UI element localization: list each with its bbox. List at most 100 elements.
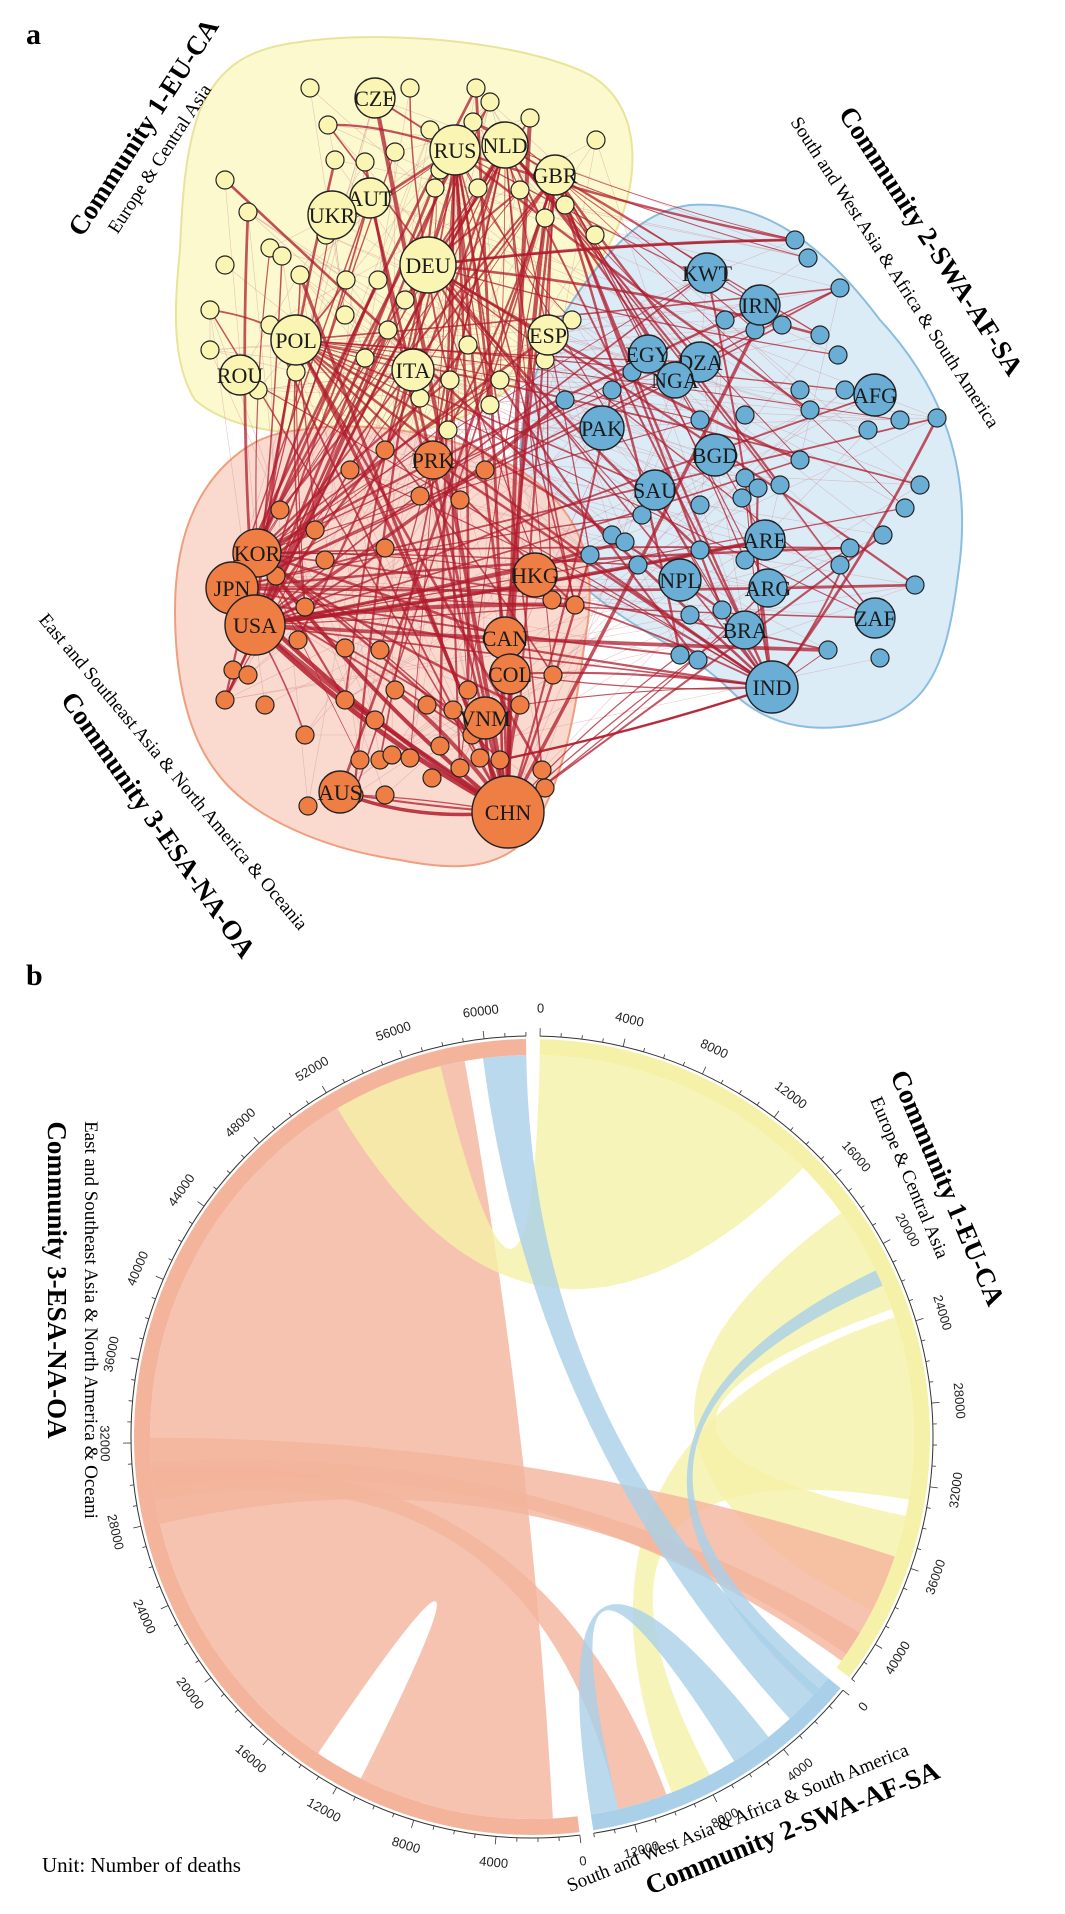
network-node — [565, 595, 585, 615]
network-node — [335, 305, 355, 325]
network-node — [905, 575, 925, 595]
arc-tick — [249, 1724, 253, 1728]
arc-tick — [139, 1337, 144, 1340]
network-edge — [295, 339, 846, 391]
arc-axis-3 — [130, 1035, 580, 1839]
arc-tick — [613, 1829, 616, 1834]
arc-tick — [820, 1156, 825, 1160]
arc-tick — [835, 1169, 842, 1175]
arc-tick — [321, 1085, 327, 1093]
network-node — [520, 108, 540, 128]
arc-tick-label: 0 — [537, 1000, 545, 1015]
node-sau — [634, 469, 676, 511]
chord-ribbon — [150, 1060, 553, 1819]
panel-a-letter: a — [26, 18, 41, 51]
node-label-bra: BRA — [722, 618, 767, 643]
network-edge — [554, 174, 761, 306]
network-edge — [353, 174, 556, 796]
network-node — [628, 555, 648, 575]
network-node — [255, 695, 275, 715]
network-node — [688, 650, 708, 670]
network-edge — [647, 353, 746, 631]
node-label-prk: PRK — [412, 448, 455, 473]
network-edge — [256, 272, 708, 554]
network-edge — [554, 174, 809, 259]
arc-tick — [155, 1275, 164, 1280]
network-edge — [724, 319, 801, 391]
network-edge — [699, 361, 746, 631]
node-label-are: ARE — [743, 528, 787, 553]
network-edge — [231, 583, 916, 592]
network-edge — [409, 657, 881, 759]
node-ukr — [307, 190, 357, 240]
arc-tick — [474, 1833, 476, 1838]
network-node — [466, 78, 486, 98]
network-node — [365, 710, 385, 730]
arc-tick — [195, 1660, 200, 1663]
node-label-kwt: KWT — [682, 261, 733, 286]
node-nld — [481, 121, 529, 169]
arc-tick — [903, 1587, 908, 1591]
network-edge — [255, 279, 380, 554]
node-gbr — [534, 154, 576, 196]
network-edge — [256, 303, 761, 555]
arc-tick — [851, 1678, 856, 1682]
network-edge — [223, 339, 298, 701]
node-bgd — [693, 433, 737, 477]
network-edge — [239, 374, 773, 688]
network-node — [200, 340, 220, 360]
network-node — [562, 310, 582, 330]
network-edge — [295, 339, 876, 619]
network-node — [295, 597, 315, 617]
network-edge — [256, 144, 506, 554]
arc-tick — [634, 1824, 638, 1833]
arc-tick — [262, 1738, 269, 1746]
network-node — [555, 390, 575, 410]
arc-tick — [226, 1170, 231, 1174]
arc-tick — [643, 1047, 646, 1052]
network-node — [873, 525, 893, 545]
arc-tick — [921, 1339, 926, 1342]
network-node — [336, 270, 356, 290]
node-col — [489, 653, 531, 695]
network-edge — [231, 584, 916, 589]
network-node — [378, 320, 398, 340]
arc-tick — [197, 1201, 205, 1207]
network-edge — [454, 149, 811, 412]
node-ind — [745, 660, 799, 714]
arc-tick — [894, 1607, 899, 1610]
arc-tick — [931, 1401, 940, 1404]
node-label-irn: IRN — [741, 293, 779, 318]
network-edge — [564, 204, 809, 259]
network-node — [290, 265, 310, 285]
network-node — [830, 278, 850, 298]
network-node — [910, 475, 930, 495]
arc-axis-1 — [540, 1035, 934, 1680]
arc-tick — [155, 1585, 160, 1589]
node-label-nga: NGA — [651, 368, 699, 393]
network-node — [443, 700, 463, 720]
arc-tick — [148, 1566, 153, 1569]
node-pak — [579, 405, 625, 451]
arc-tick — [494, 1836, 497, 1845]
network-node — [355, 348, 375, 368]
network-node — [422, 768, 442, 788]
chord-ribbon — [579, 1604, 769, 1815]
node-label-can: CAN — [482, 626, 529, 651]
network-node — [325, 150, 345, 170]
arc-tick — [253, 1136, 260, 1144]
arc-tick — [131, 1379, 136, 1381]
network-node — [510, 180, 530, 200]
panel-b: b 04000800012000160002000024000280003200… — [26, 959, 1011, 1901]
arc-tick — [875, 1644, 883, 1649]
arc-tick — [829, 1705, 833, 1710]
arc-tick — [790, 1127, 794, 1131]
network-edge — [384, 149, 456, 451]
network-node — [450, 490, 470, 510]
network-edge — [255, 247, 271, 554]
arc-tick — [602, 1038, 604, 1043]
network-node — [382, 745, 402, 765]
node-afg — [853, 373, 897, 417]
node-kwt — [686, 252, 728, 294]
network-edge — [519, 686, 773, 706]
